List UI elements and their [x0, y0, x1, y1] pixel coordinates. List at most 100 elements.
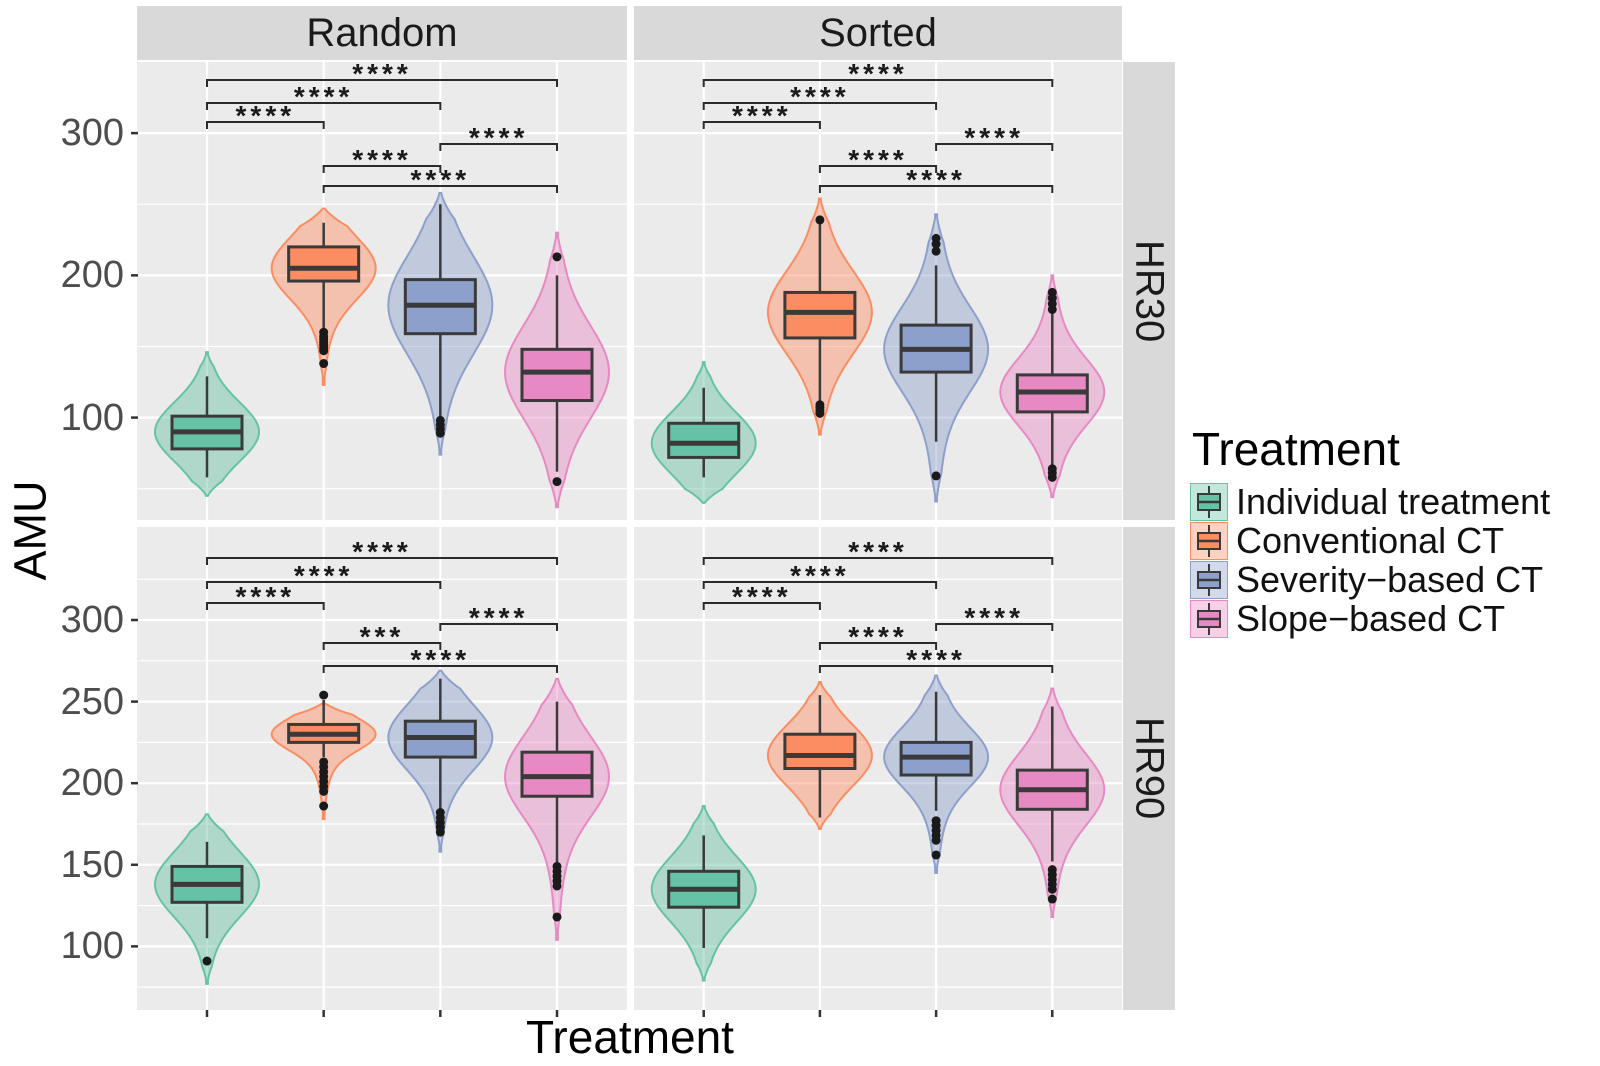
legend-item-severity-based-ct: Severity−based CT: [1190, 560, 1600, 599]
violin-box-severity-based-ct: [387, 191, 494, 456]
outlier-point: [552, 477, 562, 487]
significance-bracket: ****: [702, 536, 1054, 567]
box-iqr: [783, 732, 857, 770]
violin-box-individual-treatment: [154, 813, 260, 985]
violin-box-conventional-ct: [766, 681, 873, 830]
outlier-point: [319, 786, 329, 796]
significance-label: ****: [411, 164, 471, 195]
legend-item-label: Severity−based CT: [1236, 558, 1544, 600]
violin-box-severity-based-ct: [387, 669, 494, 853]
x-axis-title: Treatment: [526, 1011, 734, 1063]
outlier-point: [931, 239, 941, 249]
significance-bracket: ****: [206, 100, 325, 131]
y-tick-label: 100: [60, 925, 124, 968]
violin-box-individual-treatment: [650, 361, 757, 504]
panel-hr90-random: ***********************: [137, 527, 627, 1010]
significance-label: ****: [848, 144, 908, 175]
outlier-point: [319, 801, 329, 811]
outlier-point: [435, 827, 445, 837]
outlier-point: [552, 252, 562, 262]
significance-bracket: ****: [206, 58, 558, 89]
significance-label: ****: [469, 602, 529, 633]
significance-label: ****: [906, 644, 966, 675]
legend-key-boxplot-icon: [1190, 599, 1228, 638]
legend-item-label: Conventional CT: [1236, 519, 1505, 561]
outlier-point: [319, 690, 329, 700]
violin-box-slope-based-ct: [504, 231, 610, 509]
significance-bracket: ****: [935, 602, 1054, 633]
outlier-point: [319, 359, 329, 369]
significance-label: ****: [790, 560, 850, 591]
significance-bracket: ****: [206, 581, 325, 612]
violin-box-slope-based-ct: [999, 687, 1106, 918]
significance-label: ****: [848, 621, 908, 652]
significance-bracket: ****: [439, 122, 558, 153]
significance-bracket: ****: [818, 164, 1054, 195]
legend-item-conventional-ct: Conventional CT: [1190, 521, 1600, 560]
violin-box-conventional-ct: [766, 197, 873, 436]
significance-bracket: ****: [206, 536, 558, 567]
outlier-point: [1047, 884, 1057, 894]
significance-bracket: ****: [702, 58, 1054, 89]
violin-box-severity-based-ct: [883, 674, 990, 874]
legend-key-boxplot-icon: [1190, 521, 1228, 560]
outlier-point: [815, 215, 825, 225]
y-tick-label: 100: [60, 396, 124, 439]
significance-label: ****: [469, 122, 529, 153]
significance-label: ****: [964, 602, 1024, 633]
significance-bracket: ****: [322, 164, 558, 195]
significance-label: ****: [352, 536, 412, 567]
y-tick-label: 300: [60, 599, 124, 641]
y-tick-label: 200: [60, 254, 124, 297]
y-tick-label: 200: [60, 762, 124, 805]
significance-bracket: ****: [322, 144, 442, 175]
violin-box-individual-treatment: [154, 351, 260, 497]
significance-label: ****: [294, 81, 354, 112]
significance-label: ****: [411, 644, 471, 675]
significance-bracket: ****: [206, 81, 442, 112]
significance-label: ****: [236, 100, 296, 131]
legend-title: Treatment: [1192, 423, 1400, 475]
outlier-point: [931, 246, 941, 256]
significance-label: ****: [964, 122, 1024, 153]
significance-label: ****: [732, 100, 792, 131]
panel-hr30-random: ************************: [137, 58, 627, 520]
outlier-point: [1047, 304, 1057, 314]
significance-bracket: ****: [935, 122, 1054, 153]
significance-label: ***: [360, 621, 405, 652]
outlier-point: [815, 408, 825, 418]
significance-label: ****: [294, 560, 354, 591]
violin-box-slope-based-ct: [999, 274, 1106, 499]
legend-item-individual-treatment: Individual treatment: [1190, 482, 1600, 521]
significance-bracket: ****: [818, 144, 938, 175]
violin-box-conventional-ct: [270, 207, 377, 386]
outlier-point: [931, 835, 941, 845]
outlier-point: [1047, 894, 1057, 904]
significance-bracket: ***: [322, 621, 442, 652]
panel-hr30-sorted: ************************: [634, 58, 1122, 520]
significance-label: ****: [236, 581, 296, 612]
significance-label: ****: [790, 81, 850, 112]
outlier-point: [552, 912, 562, 922]
panel-hr90-sorted: ************************: [634, 527, 1122, 1010]
y-tick-label: 150: [60, 843, 124, 886]
significance-label: ****: [352, 58, 412, 89]
facet-strip-random: Random: [137, 6, 627, 60]
violin-box-individual-treatment: [650, 805, 757, 982]
significance-bracket: ****: [818, 644, 1054, 675]
outlier-point: [202, 956, 212, 966]
significance-label: ****: [732, 581, 792, 612]
significance-label: ****: [848, 58, 908, 89]
outlier-point: [435, 428, 445, 438]
outlier-point: [931, 471, 941, 481]
legend-item-label: Slope−based CT: [1236, 597, 1506, 639]
box-iqr: [520, 347, 594, 403]
legend-item-slope-based-ct: Slope−based CT: [1190, 599, 1600, 638]
significance-label: ****: [848, 536, 908, 567]
significance-bracket: ****: [702, 560, 938, 591]
significance-bracket: ****: [702, 81, 938, 112]
y-axis-title: AMU: [4, 480, 56, 581]
